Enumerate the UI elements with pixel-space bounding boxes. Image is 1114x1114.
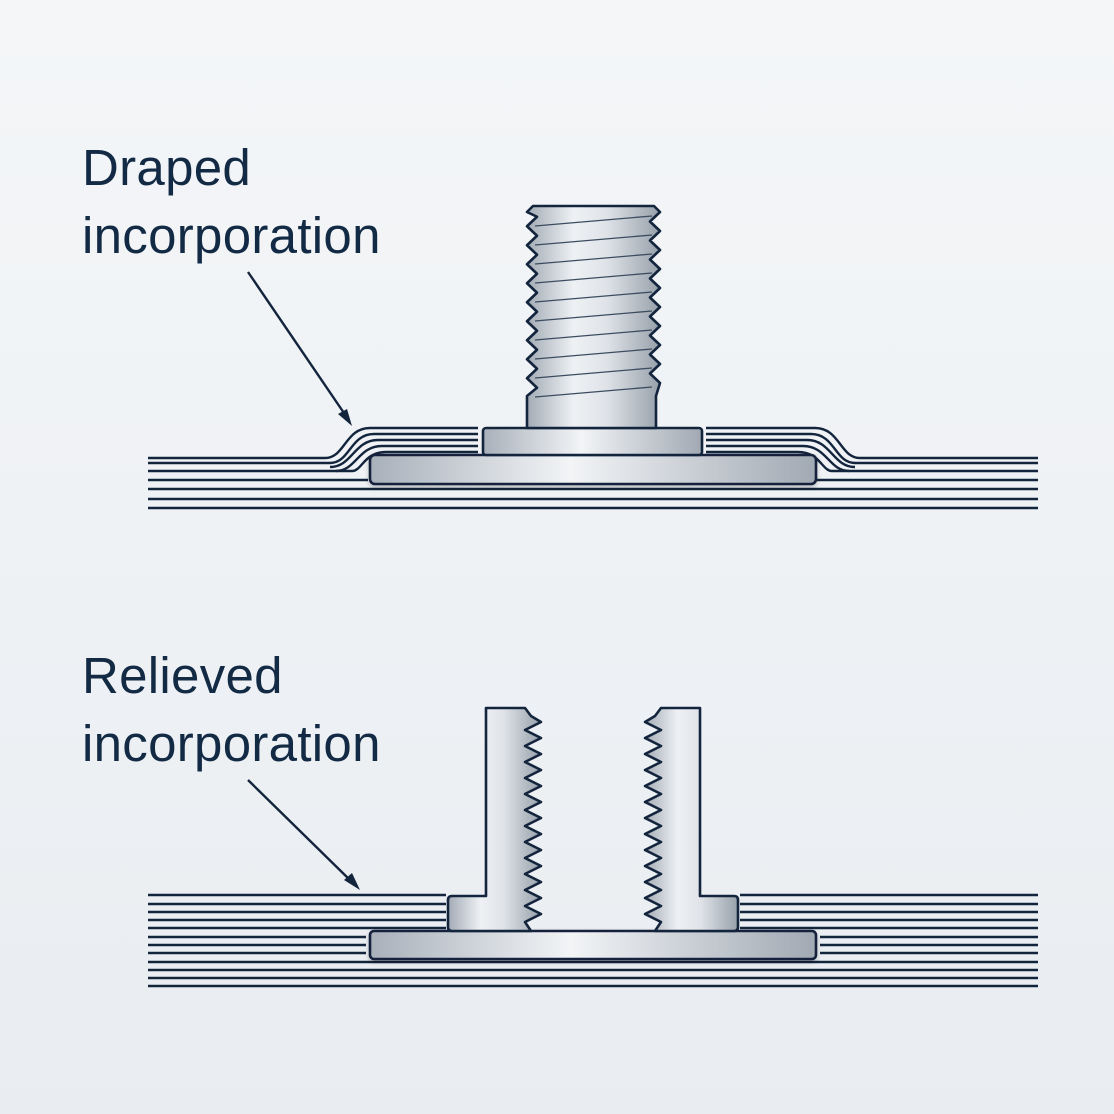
relieved-incorporation-label: Relieved incorporation — [82, 642, 381, 778]
thread-helix-line — [534, 348, 653, 360]
relieved-pointer-arrow — [247, 779, 360, 890]
draped-label-line1: Draped — [82, 139, 252, 196]
thread-helix-line — [534, 310, 653, 322]
thread-helix-line — [534, 272, 653, 284]
thread-helix-line — [534, 234, 653, 246]
thread-helix-line — [534, 386, 653, 398]
relieved-label-line1: Relieved — [82, 647, 283, 704]
relieved-insert-left — [446, 706, 543, 933]
thread-helix-line — [534, 215, 653, 227]
draped-stud-flange — [481, 426, 704, 457]
draped-pointer-arrow — [247, 271, 352, 426]
threaded-stud — [525, 204, 662, 430]
relieved-laminate — [148, 893, 1038, 988]
thread-helix-line — [534, 291, 653, 303]
relieved-base-plate — [368, 929, 818, 961]
relieved-insert-right — [643, 706, 740, 933]
draped-laminate — [148, 426, 1038, 510]
relieved-label-line2: incorporation — [82, 715, 381, 772]
draped-base-plate — [368, 453, 818, 486]
thread-helix-line — [534, 253, 653, 265]
draped-incorporation-label: Draped incorporation — [82, 134, 381, 270]
draped-label-line2: incorporation — [82, 207, 381, 264]
thread-helix-line — [534, 329, 653, 341]
thread-helix-line — [534, 367, 653, 379]
